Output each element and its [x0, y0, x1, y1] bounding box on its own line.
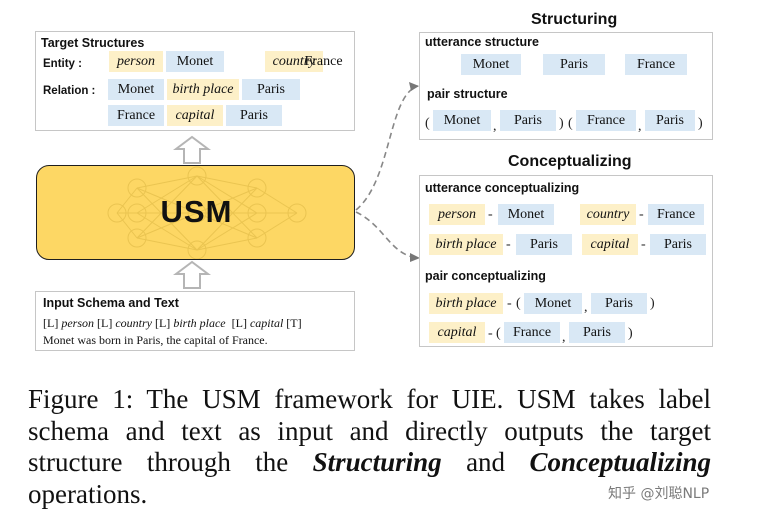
dash: - — [488, 326, 493, 341]
relation-tail-chip: Paris — [226, 105, 282, 126]
relation-head-chip: France — [108, 105, 164, 126]
dash: - — [641, 237, 646, 252]
entity-type-chip: country — [265, 51, 323, 72]
relation-head-chip: Monet — [108, 79, 164, 100]
structuring-title: Structuring — [531, 11, 618, 28]
neural-network-icon — [107, 166, 307, 259]
relation-label: Relation : — [43, 85, 96, 97]
input-schema-line: [L] person [L] country [L] birth place [… — [43, 316, 302, 330]
figure-caption: Figure 1: The USM framework for UIE. USM… — [28, 384, 711, 509]
comma: , — [584, 300, 588, 315]
close-paren: ) — [559, 116, 564, 131]
concept-chip: birth place — [429, 293, 503, 314]
close-paren: ) — [698, 116, 703, 131]
structuring-panel: utterance structure Monet Paris France p… — [419, 32, 713, 140]
concept-value-chip: Monet — [498, 204, 554, 225]
pair-conceptualizing-title: pair conceptualizing — [425, 269, 546, 283]
conceptualizing-title: Conceptualizing — [508, 153, 632, 170]
comma: , — [638, 119, 642, 134]
pair-chip: Monet — [524, 293, 582, 314]
pair-chip: France — [504, 322, 560, 343]
input-text-line: Monet was born in Paris, the capital of … — [43, 333, 268, 347]
pair-structure-title: pair structure — [427, 87, 508, 101]
open-paren: ( — [496, 326, 501, 341]
dashed-arrow-conceptualizing — [355, 211, 419, 259]
concept-chip: capital — [582, 234, 638, 255]
up-arrow-bottom — [173, 260, 211, 289]
usm-model-box: USM — [36, 165, 355, 260]
target-structures-panel: Target Structures Entity : Relation : pe… — [35, 31, 355, 131]
input-schema-title: Input Schema and Text — [43, 296, 179, 310]
pair-chip: Paris — [591, 293, 647, 314]
input-schema-panel: Input Schema and Text [L] person [L] cou… — [35, 291, 355, 351]
close-paren: ) — [650, 296, 655, 311]
open-paren: ( — [425, 116, 430, 131]
entity-label: Entity : — [43, 58, 82, 70]
entity-value-chip: France — [304, 54, 343, 69]
dashed-arrow-structuring — [355, 85, 419, 211]
usm-label: USM — [160, 194, 233, 229]
pair-chip: Paris — [569, 322, 625, 343]
close-paren: ) — [628, 326, 633, 341]
pair-chip: Monet — [433, 110, 491, 131]
concept-chip: birth place — [429, 234, 503, 255]
target-structures-title: Target Structures — [41, 36, 145, 50]
relation-type-chip: birth place — [167, 79, 239, 100]
watermark: 知乎 @刘聪NLP — [608, 486, 710, 502]
relation-tail-chip: Paris — [242, 79, 300, 100]
concept-chip: capital — [429, 322, 485, 343]
open-paren: ( — [516, 296, 521, 311]
concept-value-chip: France — [648, 204, 704, 225]
concept-chip: country — [580, 204, 636, 225]
up-arrow-top — [173, 135, 211, 164]
comma: , — [493, 119, 497, 134]
utterance-conceptualizing-title: utterance conceptualizing — [425, 181, 580, 195]
open-paren: ( — [568, 116, 573, 131]
utterance-chip: Paris — [543, 54, 605, 75]
pair-chip: France — [576, 110, 636, 131]
pair-chip: Paris — [645, 110, 695, 131]
pair-chip: Paris — [500, 110, 556, 131]
comma: , — [562, 330, 566, 345]
concept-value-chip: Paris — [516, 234, 572, 255]
entity-type-chip: person — [109, 51, 163, 72]
dash: - — [639, 207, 644, 222]
concept-chip: person — [429, 204, 485, 225]
utterance-chip: Monet — [461, 54, 521, 75]
utterance-structure-title: utterance structure — [425, 35, 539, 49]
dash: - — [488, 207, 493, 222]
utterance-chip: France — [625, 54, 687, 75]
dash: - — [506, 237, 511, 252]
conceptualizing-panel: utterance conceptualizing person - Monet… — [419, 175, 713, 347]
dash: - — [507, 296, 512, 311]
entity-value-chip: Monet — [166, 51, 224, 72]
concept-value-chip: Paris — [650, 234, 706, 255]
relation-type-chip: capital — [167, 105, 223, 126]
